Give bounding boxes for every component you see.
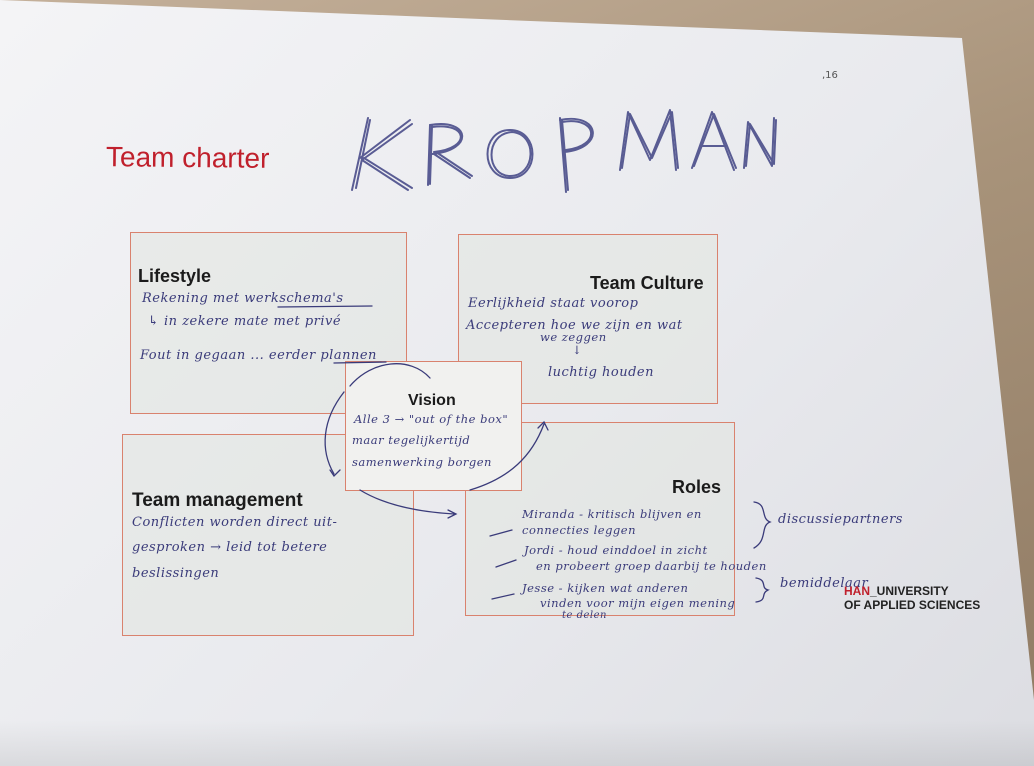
paper-shadow bbox=[0, 720, 1034, 766]
roles-note: Miranda - kritisch blijven en bbox=[522, 507, 702, 521]
han-logo-han: HAN bbox=[844, 584, 870, 598]
team-management-note: gesproken → leid tot betere bbox=[132, 540, 328, 555]
team-culture-note: ↓ bbox=[572, 343, 583, 357]
team-culture-note: Accepteren hoe we zijn en wat bbox=[466, 318, 683, 333]
vision-section bbox=[345, 361, 522, 491]
han-logo: HAN_UNIVERSITY OF APPLIED SCIENCES bbox=[844, 584, 980, 612]
roles-note: Jesse - kijken wat anderen bbox=[522, 581, 689, 595]
team-culture-note: luchtig houden bbox=[548, 365, 654, 380]
vision-heading: Vision bbox=[408, 392, 456, 409]
team-culture-heading: Team Culture bbox=[590, 273, 704, 293]
team-culture-note: we zeggen bbox=[540, 330, 607, 344]
roles-note: connecties leggen bbox=[522, 523, 637, 537]
roles-note: Jordi - houd einddoel in zicht bbox=[524, 543, 708, 557]
underline-plannen bbox=[333, 361, 387, 364]
team-management-note: Conflicten worden direct uit- bbox=[132, 515, 338, 530]
team-management-heading: Team management bbox=[132, 490, 303, 511]
lifestyle-note: ↳ in zekere mate met privé bbox=[148, 314, 342, 329]
roles-heading: Roles bbox=[672, 477, 722, 497]
roles-note: vinden voor mijn eigen mening bbox=[540, 596, 736, 610]
arrow-top-icon bbox=[349, 363, 431, 387]
small-pen-mark: ,16 bbox=[822, 70, 838, 81]
team-management-note: beslissingen bbox=[132, 566, 220, 581]
role-dash bbox=[491, 593, 515, 600]
roles-side-label: discussiepartners bbox=[778, 512, 903, 527]
arrow-left-icon bbox=[324, 391, 345, 475]
arrow-bottom-head-icon bbox=[447, 509, 458, 519]
roles-side-label: bemiddelaar bbox=[780, 576, 869, 591]
brace-icon bbox=[753, 501, 772, 549]
team-culture-note: Eerlijkheid staat voorop bbox=[468, 296, 639, 311]
underline-werkschemas bbox=[277, 305, 373, 308]
han-logo-line2: OF APPLIED SCIENCES bbox=[844, 598, 981, 612]
roles-note: te delen bbox=[562, 610, 607, 621]
role-dash bbox=[489, 529, 513, 537]
roles-note: en probeert groep daarbij te houden bbox=[536, 559, 767, 573]
lifestyle-heading: Lifestyle bbox=[138, 266, 212, 286]
vision-note: samenwerking borgen bbox=[352, 455, 492, 469]
arrow-left-head-icon bbox=[329, 469, 341, 478]
role-dash bbox=[495, 559, 517, 568]
brace-icon bbox=[755, 577, 770, 603]
vision-note: Alle 3 → "out of the box" bbox=[354, 412, 509, 426]
arrow-bottom-icon bbox=[359, 489, 455, 515]
han-logo-university: _UNIVERSITY bbox=[870, 584, 949, 598]
lifestyle-note: Fout in gegaan ... eerder plannen bbox=[140, 348, 377, 363]
vision-note: maar tegelijkertijd bbox=[352, 433, 471, 447]
arrow-right-head-icon bbox=[537, 420, 549, 431]
lifestyle-note: Rekening met werkschema's bbox=[142, 291, 344, 306]
arrow-right-icon bbox=[469, 423, 545, 491]
